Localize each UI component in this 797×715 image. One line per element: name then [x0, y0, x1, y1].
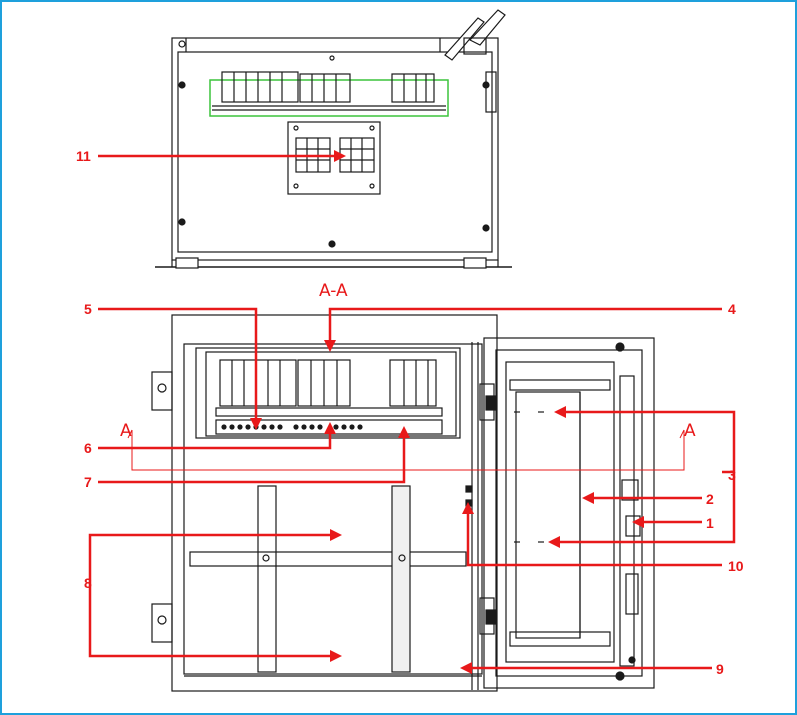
callout-4: 4 [728, 301, 736, 317]
callout-1: 1 [706, 515, 714, 531]
callout-leaders [88, 154, 736, 670]
arrow-4 [324, 340, 336, 352]
top-view [155, 9, 512, 269]
section-a-right: A [684, 421, 696, 441]
callout-3: 3 [728, 467, 736, 483]
section-a-left: A [120, 421, 132, 441]
arrow-9 [460, 662, 472, 674]
callout-2: 2 [706, 491, 714, 507]
callout-10: 10 [728, 558, 744, 574]
arrow-10 [462, 502, 474, 514]
arrow-8a [330, 529, 342, 541]
front-view [151, 314, 655, 692]
arrow-3b [548, 536, 560, 548]
arrow-11 [334, 150, 346, 162]
callout-6: 6 [84, 440, 92, 456]
callout-7: 7 [84, 474, 92, 490]
section-cut-line [127, 429, 685, 471]
arrow-5 [250, 418, 262, 430]
arrow-2 [582, 492, 594, 504]
callout-8: 8 [84, 575, 92, 591]
arrow-6 [324, 422, 336, 434]
arrow-7 [398, 426, 410, 438]
arrow-8b [330, 650, 342, 662]
callout-11: 11 [76, 148, 91, 164]
arrow-3a [554, 406, 566, 418]
arrow-1 [632, 516, 644, 528]
callout-9: 9 [716, 661, 724, 677]
section-aa-title: A-A [319, 281, 348, 301]
callout-arrowheads [250, 150, 644, 674]
callout-5: 5 [84, 301, 92, 317]
